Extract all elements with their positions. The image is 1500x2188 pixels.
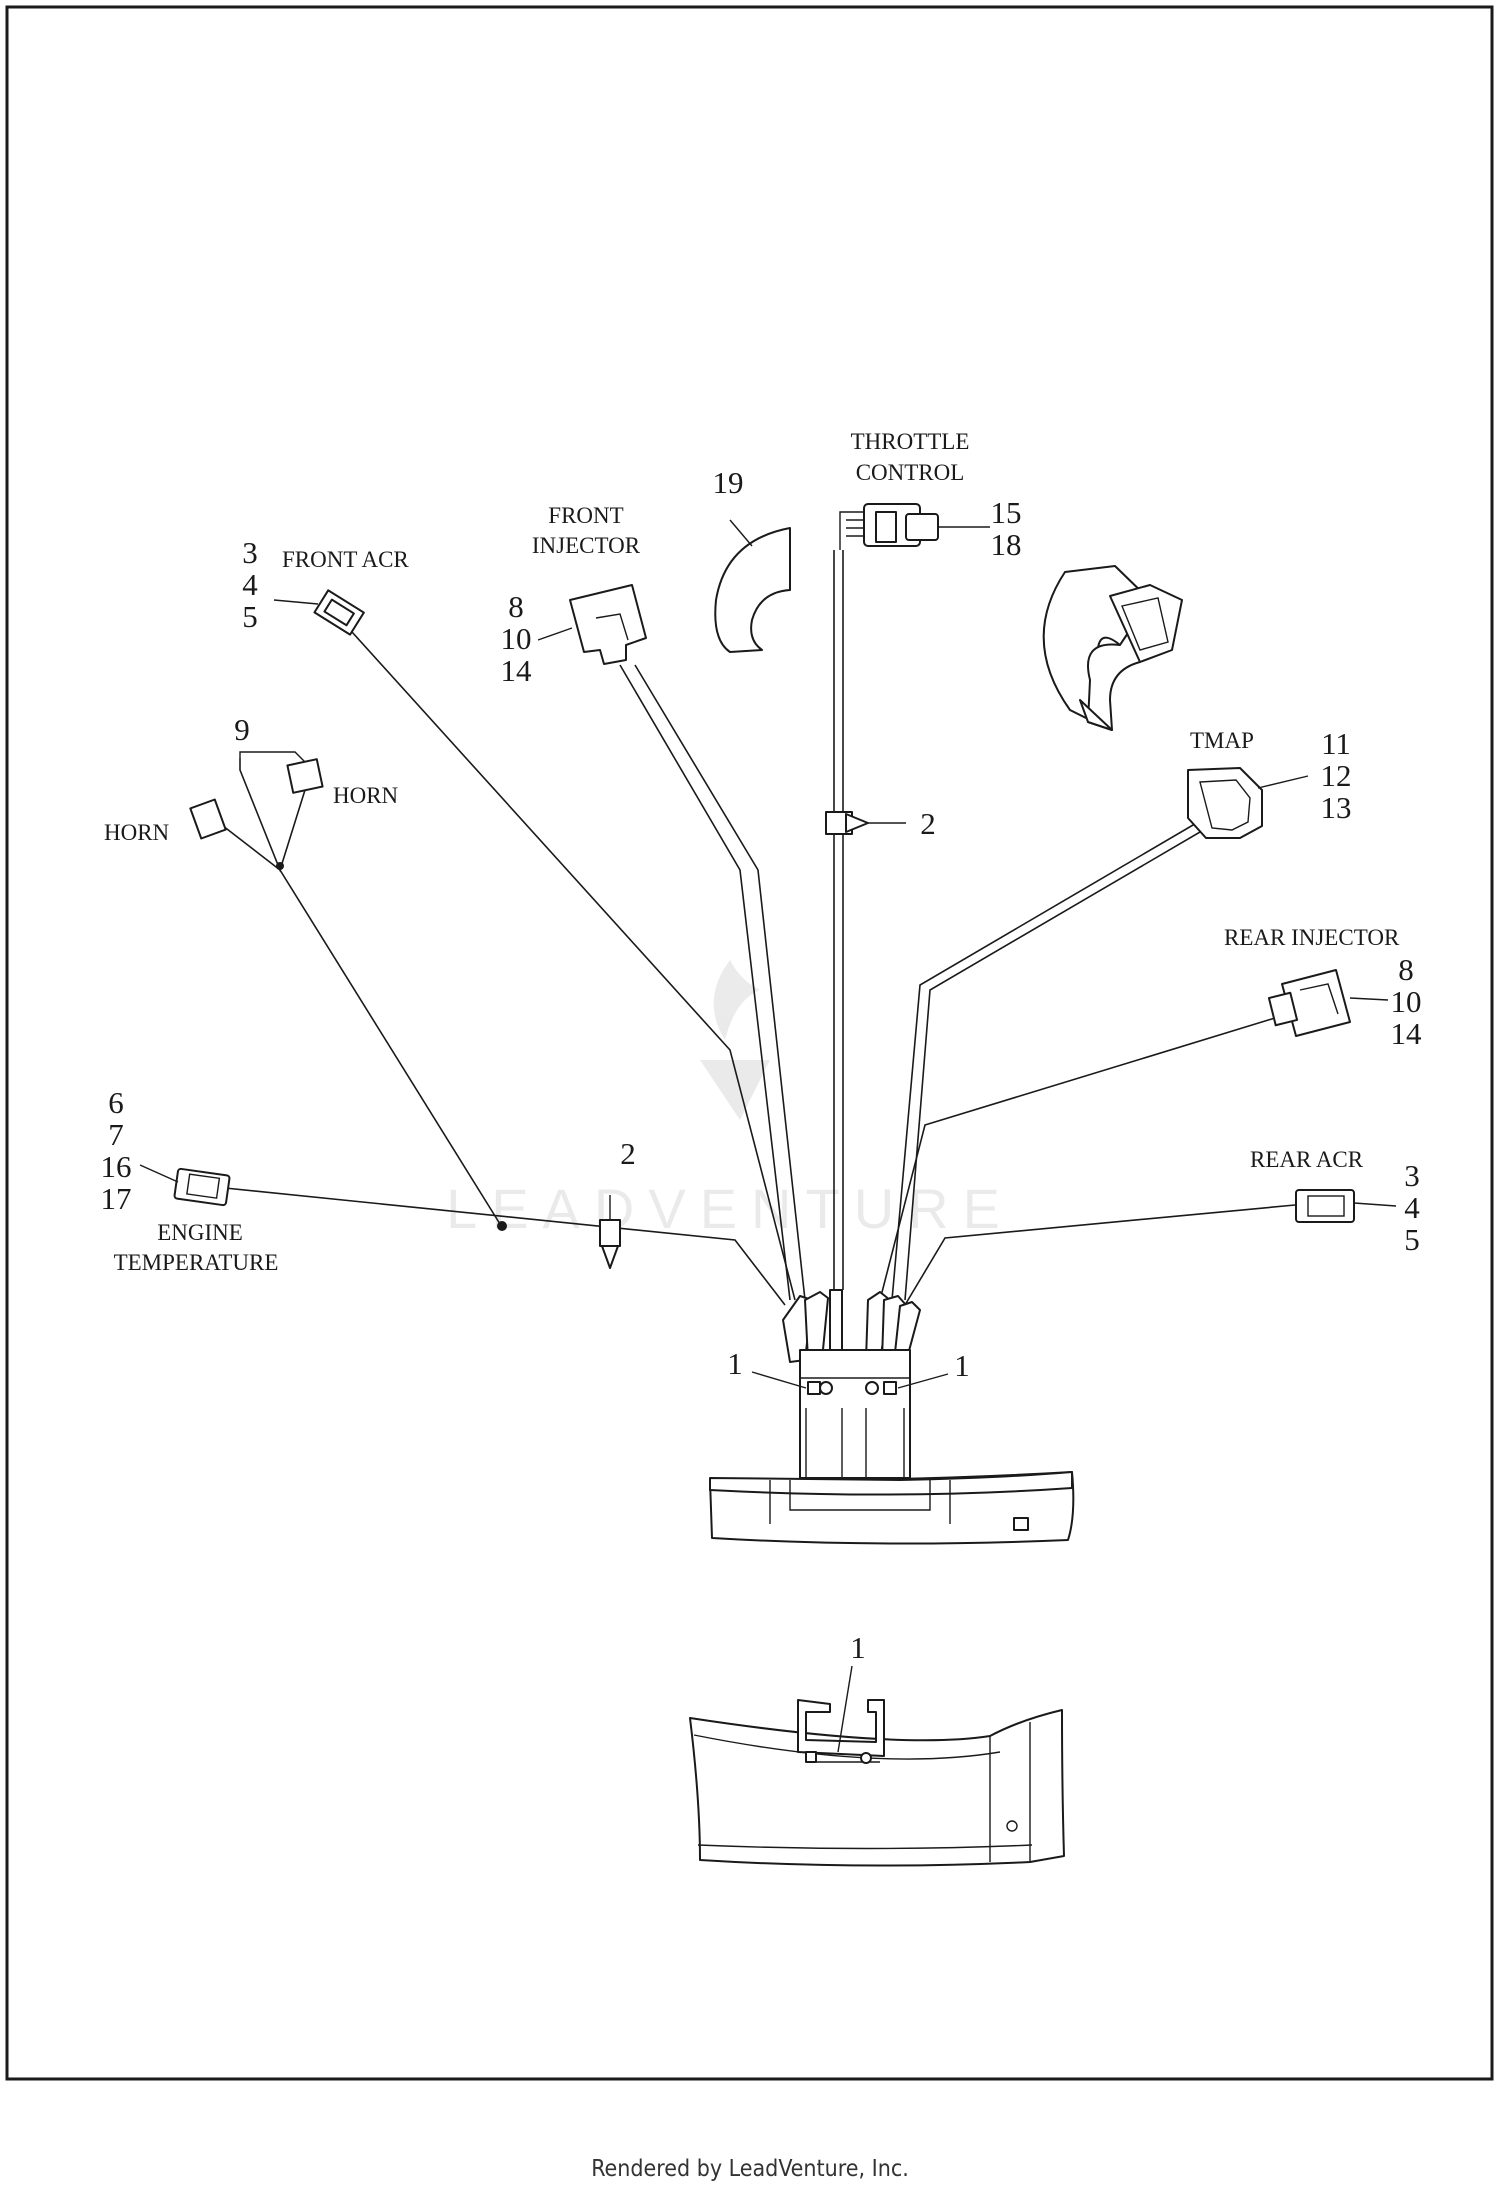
callout-clip-lower: 2 [620, 1136, 636, 1171]
callout-throttle-1: 15 [991, 495, 1022, 530]
horn-left-connector [189, 798, 227, 840]
engine-temperature-sensor [139, 1164, 231, 1207]
callout-rear-acr-2: 4 [1404, 1190, 1420, 1225]
footer-credit: Rendered by LeadVenture, Inc. [591, 2156, 909, 2182]
callout-boot: 19 [713, 465, 744, 500]
callout-engine-temp-1: 6 [108, 1085, 124, 1120]
callout-engine-temp-3: 16 [101, 1149, 132, 1184]
harness-wires [204, 550, 1296, 1306]
label-front-injector-l2: INJECTOR [532, 533, 641, 558]
harness-clip-upper [825, 811, 906, 835]
callout-front-injector-3: 14 [501, 653, 533, 688]
callout-throttle-2: 18 [991, 527, 1022, 562]
callout-clip-upper: 2 [920, 806, 936, 841]
callout-rear-injector-3: 14 [1391, 1016, 1423, 1051]
tmap-sensor [1187, 767, 1309, 839]
label-front-acr: FRONT ACR [282, 547, 409, 572]
callout-front-acr-2: 4 [242, 567, 258, 602]
front-injector-connector [537, 584, 647, 665]
harness-clip-lower [599, 1195, 621, 1269]
harness-tray-detail [689, 1665, 1065, 1867]
label-tmap: TMAP [1190, 728, 1254, 753]
callout-rear-injector-2: 10 [1391, 984, 1422, 1019]
rear-injector-connector [1267, 969, 1389, 1037]
part-labels: FRONT ACR FRONT INJECTOR THROTTLE CONTRO… [104, 429, 1400, 1275]
label-rear-acr: REAR ACR [1250, 1147, 1364, 1172]
callout-engine-temp-4: 17 [101, 1181, 132, 1216]
callout-tmap-1: 11 [1321, 726, 1351, 761]
callout-front-acr-3: 5 [242, 599, 258, 634]
callout-clamp-right: 1 [954, 1348, 970, 1383]
callout-tmap-3: 13 [1321, 790, 1352, 825]
label-rear-injector: REAR INJECTOR [1224, 925, 1400, 950]
callout-clamp-left: 1 [727, 1346, 743, 1381]
label-throttle-control-l1: THROTTLE [851, 429, 970, 454]
throttle-control-connector [839, 503, 990, 550]
horn-right-connector [286, 758, 324, 794]
label-horn-left: HORN [104, 820, 170, 845]
callout-tmap-2: 12 [1321, 758, 1352, 793]
harness-bundle [782, 1289, 921, 1363]
callout-engine-temp-2: 7 [108, 1117, 124, 1152]
callout-numbers: 3 4 5 8 10 14 19 15 18 9 11 12 13 2 8 10… [101, 465, 1423, 1665]
label-engine-temperature-l1: ENGINE [157, 1220, 243, 1245]
label-engine-temperature-l2: TEMPERATURE [114, 1250, 279, 1275]
label-throttle-control-l2: CONTROL [856, 460, 965, 485]
callout-front-injector-2: 10 [501, 621, 532, 656]
harness-tray-upper [709, 1349, 1075, 1545]
rear-acr-connector [1295, 1189, 1397, 1223]
sealed-connector-pigtail [1042, 565, 1183, 731]
watermark: LEADVENTURE [446, 960, 1014, 1240]
callout-rear-acr-1: 3 [1404, 1158, 1420, 1193]
label-horn-right: HORN [333, 783, 399, 808]
diagram-frame [5, 5, 1494, 2081]
front-acr-connector [273, 589, 365, 636]
callout-horn: 9 [234, 712, 250, 747]
callout-clamp-detail: 1 [850, 1630, 866, 1665]
callout-rear-acr-3: 5 [1404, 1222, 1420, 1257]
callout-front-injector-1: 8 [508, 589, 524, 624]
watermark-text: LEADVENTURE [446, 1177, 1014, 1240]
callout-front-acr-1: 3 [242, 535, 258, 570]
label-front-injector-l1: FRONT [548, 503, 623, 528]
callout-rear-injector-1: 8 [1398, 952, 1414, 987]
rubber-boot [714, 519, 791, 653]
